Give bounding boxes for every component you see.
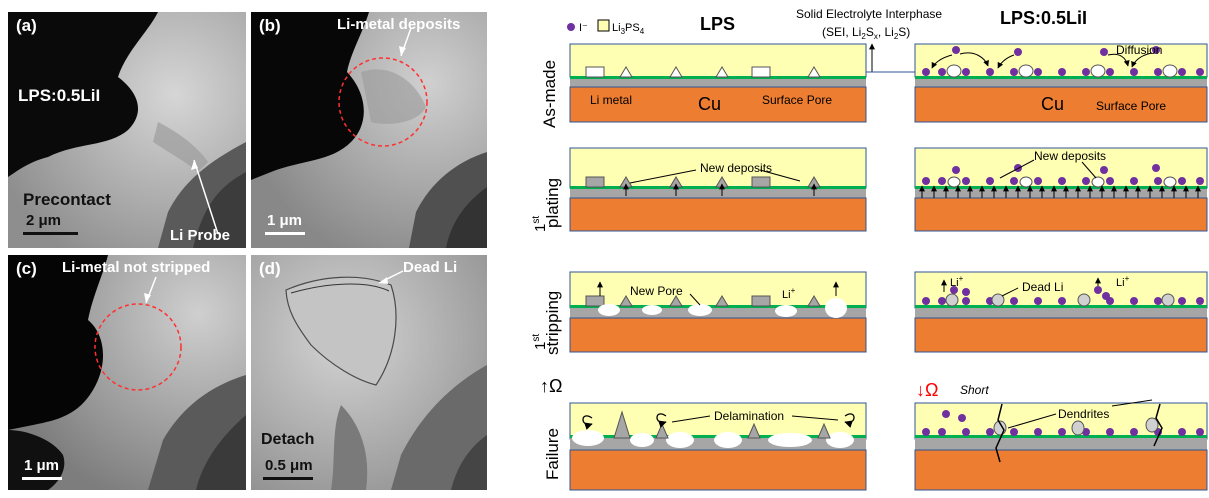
label-cu-lpsi: Cu <box>1041 94 1064 114</box>
panel-c-label: (c) <box>16 259 37 278</box>
row-label-plating-num: 1st <box>531 216 549 232</box>
panel-b-label: (b) <box>259 16 281 35</box>
lpsi-stripping-cell: Li+ Li+ Dead Li <box>914 271 1208 353</box>
label-omega-up: ↑Ω <box>540 376 562 396</box>
lps-failure-cell: ↑Ω Delamination <box>540 376 867 491</box>
label-dead-li: Dead Li <box>1022 280 1063 294</box>
micrograph-b: (b) Li-metal deposits 1 μm <box>251 12 487 248</box>
lpsi-plating-cell: New deposits <box>914 147 1208 232</box>
lps-plating-cell: New deposits <box>569 147 867 232</box>
panel-d-label: (d) <box>259 259 281 278</box>
row-label-plating-group: 1st <box>531 216 549 232</box>
micrograph-a: (a) LPS:0.5LiI Precontact 2 μm Li Probe <box>8 12 246 248</box>
micrograph-a-image <box>8 12 246 248</box>
row-label-stripping-group: 1st <box>531 334 549 350</box>
label-omega-down: ↓Ω <box>916 380 938 400</box>
row-label-failure: Failure <box>543 428 562 480</box>
label-surface-pore-lps: Surface Pore <box>762 93 832 107</box>
panel-d-scale-bar <box>263 477 313 480</box>
legend-iodide-label: I⁻ <box>579 22 588 34</box>
legend-lps-swatch <box>597 19 610 32</box>
sei-label-line2: (SEI, Li2Sx, Li2S) <box>822 25 910 41</box>
panel-d-stage: Detach <box>261 431 315 448</box>
row-label-stripping: stripping <box>543 291 562 355</box>
panel-a-probe-label: Li Probe <box>170 227 231 244</box>
sei-label-line1: Solid Electrolyte Interphase <box>796 7 942 21</box>
row-label-asmade: As-made <box>540 60 559 128</box>
label-delamination: Delamination <box>714 409 784 423</box>
lps-stripping-cell: New Pore Li+ <box>569 271 867 353</box>
label-new-deposits-lpsi: New deposits <box>1034 149 1106 163</box>
panel-a-scale-bar <box>23 232 78 235</box>
panel-c-scale-label: 1 μm <box>24 457 60 474</box>
column-header-lps-lii: LPS:0.5LiI <box>1000 8 1087 28</box>
micrograph-c-image <box>8 255 246 490</box>
lps-asmade-cell: Li metal Cu Surface Pore <box>569 43 867 123</box>
panel-a-label: (a) <box>16 16 37 35</box>
lpsi-failure-cell: ↓Ω Short Dendrites <box>914 380 1208 491</box>
panel-b-scale-label: 1 μm <box>267 212 303 229</box>
panel-a-stage: Precontact <box>23 190 111 209</box>
legend-iodide-icon <box>567 23 575 31</box>
panel-d-scale-label: 0.5 μm <box>265 457 313 474</box>
legend-lps-label: Li3PS4 <box>612 22 645 36</box>
column-header-lps: LPS <box>700 14 735 34</box>
lpsi-asmade-cell: Diffusion Cu Surface Pore <box>914 43 1208 123</box>
panel-b-scale-bar <box>265 232 305 235</box>
micrograph-c: (c) Li-metal not stripped 1 μm <box>8 255 246 490</box>
micrograph-d-image <box>251 255 487 490</box>
micrograph-b-image <box>251 12 487 248</box>
label-li-plus-lpsi-1: Li+ <box>950 274 964 289</box>
label-cu-lps: Cu <box>698 94 721 114</box>
label-short: Short <box>960 383 989 397</box>
panel-b-annotation: Li-metal deposits <box>337 16 461 33</box>
row-label-plating: plating <box>543 178 562 228</box>
label-li-metal: Li metal <box>590 93 632 107</box>
label-new-deposits-lps: New deposits <box>700 161 772 175</box>
label-li-plus-lps: Li+ <box>782 286 796 301</box>
panel-c-scale-bar <box>22 477 62 480</box>
panel-d-annotation: Dead Li <box>403 259 458 276</box>
label-surface-pore-lpsi: Surface Pore <box>1096 99 1166 113</box>
panel-c-annotation: Li-metal not stripped <box>62 259 211 276</box>
panel-a-scale-label: 2 μm <box>26 212 62 229</box>
label-new-pore: New Pore <box>630 284 683 298</box>
micrograph-d: (d) Dead Li Detach 0.5 μm <box>251 255 487 490</box>
row-label-stripping-num: 1st <box>531 334 549 350</box>
label-li-plus-lpsi-2: Li+ <box>1116 274 1130 289</box>
panel-a-sample: LPS:0.5LiI <box>18 86 101 105</box>
schematic-diagram: I⁻ Li3PS4 LPS LPS:0.5LiI Solid Electroly… <box>531 7 1208 491</box>
label-dendrites: Dendrites <box>1058 407 1109 421</box>
label-diffusion: Diffusion <box>1116 43 1162 57</box>
